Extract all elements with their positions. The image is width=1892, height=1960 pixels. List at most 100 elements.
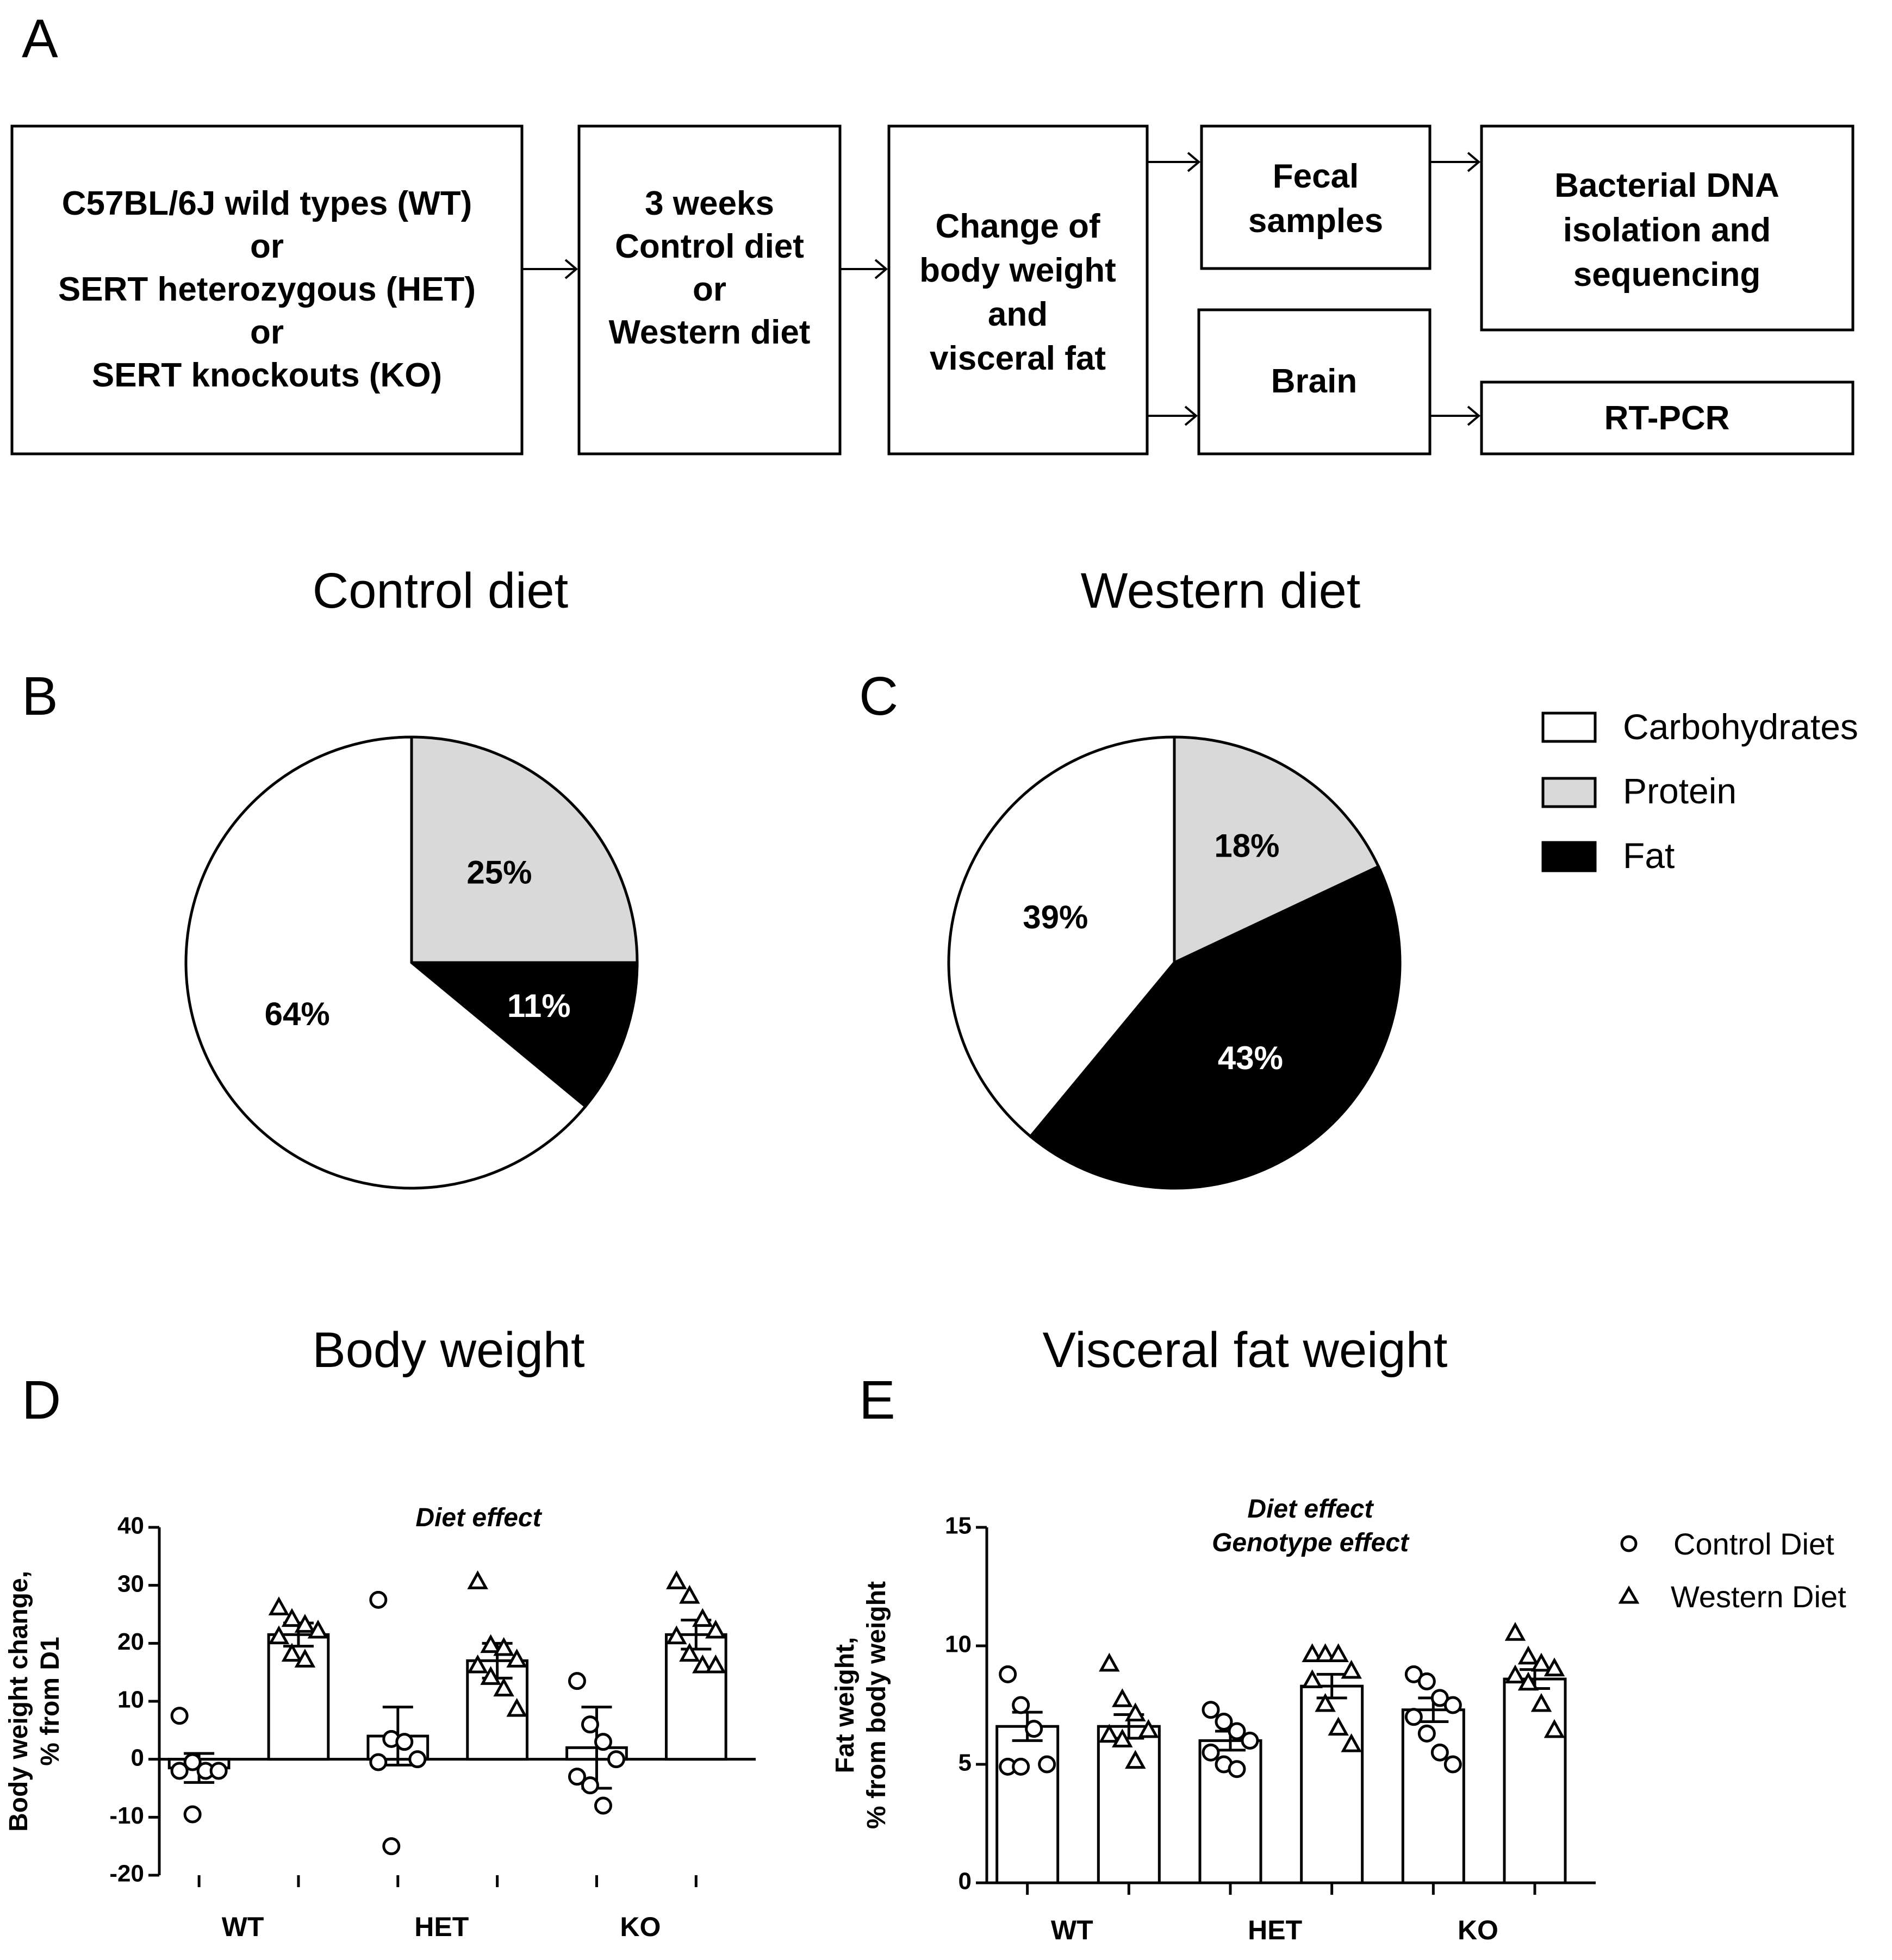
data-point-triangle — [268, 1596, 290, 1615]
data-point-circle — [1215, 1713, 1233, 1731]
data-point-circle — [1404, 1708, 1423, 1726]
data-point-circle — [183, 1805, 202, 1824]
data-point-triangle — [679, 1643, 700, 1662]
pie-slice-protein — [1173, 735, 1380, 965]
pie-label-protein: 18% — [1214, 828, 1279, 864]
y-tick-label: 5 — [959, 1750, 972, 1776]
data-point-triangle — [692, 1608, 713, 1627]
data-point-circle — [1025, 1720, 1043, 1738]
x-category-label: KO — [620, 1912, 661, 1942]
box-line: Western diet — [609, 314, 811, 351]
pie-label-carbohydrates: 39% — [1023, 899, 1088, 935]
data-point-triangle — [506, 1649, 527, 1668]
x-category-label: KO — [1458, 1915, 1498, 1945]
y-axis-label-line: Fat weight, — [831, 1637, 860, 1774]
data-point-triangle — [1125, 1750, 1146, 1769]
pie-slice-fat — [408, 961, 639, 1109]
legend-label-control-diet: Control Diet — [1673, 1527, 1834, 1561]
data-point-triangle — [1099, 1724, 1120, 1743]
data-point-triangle — [493, 1637, 514, 1656]
y-tick-label: 0 — [131, 1744, 144, 1771]
box-line: or — [693, 271, 726, 308]
data-point-triangle — [1504, 1622, 1526, 1641]
pie-slice-fat — [1028, 864, 1402, 1190]
pie-chart-western: 18%43%39% — [947, 735, 1402, 1190]
data-point-triangle — [1341, 1733, 1362, 1752]
data-point-triangle — [1125, 1702, 1146, 1721]
data-point-circle — [1430, 1743, 1449, 1762]
data-point-triangle — [1112, 1688, 1133, 1707]
bar-western — [1503, 1677, 1567, 1884]
panel-letter-c: C — [859, 666, 898, 727]
box-diet — [577, 124, 842, 455]
data-point-triangle — [281, 1643, 303, 1662]
data-point-circle — [607, 1750, 625, 1769]
box-brain-text: Brain — [1271, 363, 1357, 400]
y-tick-label: 10 — [945, 1631, 972, 1658]
box-bacterial — [1480, 124, 1854, 332]
data-point-circle — [1012, 1757, 1030, 1776]
pie-c-title: Western diet — [1081, 563, 1361, 619]
bar-western — [267, 1633, 330, 1761]
data-point-circle — [1443, 1696, 1462, 1714]
data-point-triangle — [1544, 1719, 1565, 1738]
data-point-triangle — [294, 1649, 316, 1668]
pie-slice-protein — [410, 735, 639, 964]
data-point-circle — [568, 1672, 586, 1690]
pie-legend: Carbohydrates Protein Fat — [1541, 707, 1858, 876]
data-point-triangle — [268, 1625, 290, 1645]
legend-label-carbohydrates: Carbohydrates — [1623, 707, 1858, 747]
chart-annotation: Diet effect — [1247, 1495, 1374, 1524]
data-point-triangle — [1544, 1657, 1565, 1677]
data-point-triangle — [679, 1584, 700, 1604]
data-point-circle — [581, 1776, 599, 1795]
pie-b-title: Control diet — [313, 563, 568, 619]
y-axis-label: Body weight change,% from D1 — [4, 1571, 65, 1832]
data-point-circle — [1241, 1731, 1259, 1750]
chart-annotation: Diet effect — [415, 1503, 542, 1532]
data-point-triangle — [1504, 1664, 1526, 1684]
data-point-circle — [1228, 1722, 1246, 1740]
data-point-circle — [170, 1707, 189, 1725]
box-brain — [1197, 308, 1432, 455]
box-line: body weight — [919, 252, 1116, 289]
y-tick-label: 30 — [117, 1570, 144, 1597]
bar-control — [995, 1725, 1060, 1884]
data-point-triangle — [1302, 1643, 1323, 1662]
box-line: Control diet — [615, 228, 804, 265]
data-point-circle — [1202, 1701, 1220, 1719]
box-line: RT-PCR — [1604, 400, 1730, 437]
y-tick-label: -10 — [109, 1802, 144, 1829]
pie-slice-carbohydrates — [184, 735, 588, 1190]
data-point-triangle — [1530, 1693, 1552, 1712]
pie-chart-control: 25%11%64% — [184, 735, 639, 1190]
bar-western — [1300, 1684, 1364, 1884]
box-line: visceral fat — [930, 340, 1106, 377]
data-point-circle — [369, 1590, 388, 1609]
data-point-triangle — [1517, 1671, 1539, 1691]
legend-label-protein: Protein — [1623, 771, 1737, 811]
box-line: isolation and — [1563, 211, 1771, 249]
data-point-triangle — [294, 1614, 316, 1633]
box-line: Bacterial DNA — [1554, 167, 1779, 204]
data-point-circle — [1038, 1755, 1056, 1774]
y-axis-label: Fat weight,% from body weight — [831, 1581, 891, 1829]
data-point-triangle — [281, 1608, 303, 1627]
data-point-circle — [408, 1750, 427, 1769]
data-point-circle — [1417, 1724, 1436, 1743]
box-line: SERT heterozygous (HET) — [58, 271, 476, 308]
chart-annotation: Genotype effect — [1212, 1528, 1410, 1557]
box-line: 3 weeks — [645, 185, 774, 222]
box-rtpcr — [1480, 380, 1854, 455]
data-point-circle — [1417, 1672, 1436, 1690]
pie-label-carbohydrates: 64% — [265, 996, 330, 1032]
box-rtpcr-text: RT-PCR — [1604, 400, 1730, 437]
y-tick-label: 15 — [945, 1513, 972, 1539]
data-point-triangle — [307, 1619, 329, 1639]
box-line: or — [250, 314, 284, 351]
